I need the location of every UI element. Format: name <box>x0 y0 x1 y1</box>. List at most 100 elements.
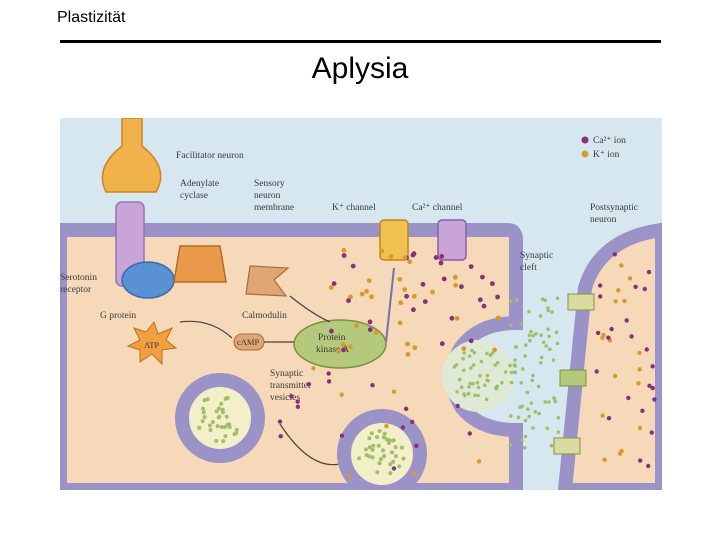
transmitter-molecule <box>235 428 239 432</box>
transmitter-molecule <box>382 454 386 458</box>
transmitter-molecule <box>546 328 550 332</box>
transmitter-molecule <box>539 314 543 318</box>
transmitter-molecule <box>557 416 561 420</box>
transmitter-molecule <box>477 386 481 390</box>
ion <box>389 254 394 259</box>
transmitter-molecule <box>391 439 395 443</box>
transmitter-molecule <box>379 457 383 461</box>
ion <box>650 364 654 368</box>
transmitter-molecule <box>480 360 484 364</box>
transmitter-molecule <box>542 341 546 345</box>
ion <box>327 379 331 383</box>
label-ca-channel: Ca²⁺ channel <box>412 203 463 213</box>
ion <box>404 407 408 411</box>
ion <box>453 283 458 288</box>
ion <box>650 430 654 434</box>
transmitter-molecule <box>208 424 212 428</box>
ion <box>384 424 388 428</box>
ion <box>341 348 346 353</box>
transmitter-molecule <box>388 471 392 475</box>
label-atp: ATP <box>144 340 159 350</box>
transmitter-molecule <box>370 431 374 435</box>
ion <box>638 426 642 430</box>
label-sensory-3: membrane <box>254 203 294 213</box>
transmitter-molecule <box>387 438 391 442</box>
slide-title: Aplysia <box>0 52 720 86</box>
transmitter-molecule <box>233 432 237 436</box>
ion <box>342 248 347 253</box>
ion <box>616 288 620 292</box>
transmitter-molecule <box>515 298 519 302</box>
transmitter-molecule <box>223 425 227 429</box>
ion <box>332 281 337 286</box>
label-facilitator-neuron: Facilitator neuron <box>176 151 244 161</box>
ion <box>421 282 426 287</box>
transmitter-molecule <box>531 426 535 430</box>
transmitter-molecule <box>467 392 471 396</box>
transmitter-molecule <box>371 448 375 452</box>
transmitter-molecule <box>214 439 218 443</box>
transmitter-molecule <box>455 363 459 367</box>
ion <box>622 299 626 303</box>
transmitter-molecule <box>381 448 385 452</box>
ion <box>629 334 633 338</box>
label-vesicles-2: transmitter <box>270 381 312 391</box>
ion <box>596 331 600 335</box>
transmitter-molecule <box>548 347 552 351</box>
ion <box>482 304 487 309</box>
ion <box>602 458 606 462</box>
ion <box>367 278 372 283</box>
transmitter-molecule <box>397 464 401 468</box>
ion <box>307 382 311 386</box>
transmitter-molecule <box>460 386 464 390</box>
ion <box>651 386 655 390</box>
fusing-vesicle <box>442 340 514 412</box>
ion <box>626 396 630 400</box>
ion <box>423 299 428 304</box>
ion <box>412 294 417 299</box>
label-g-protein: G protein <box>100 311 136 321</box>
ion <box>646 464 650 468</box>
transmitter-molecule <box>209 428 213 432</box>
ion <box>368 320 373 325</box>
adenylate-cyclase <box>174 246 226 282</box>
ion <box>469 338 474 343</box>
label-sensory-2: neuron <box>254 191 281 201</box>
ion <box>640 409 644 413</box>
ion <box>379 249 384 254</box>
synaptic-vesicle <box>344 416 420 490</box>
transmitter-molecule <box>556 297 560 301</box>
ion <box>637 367 641 371</box>
ion <box>370 383 374 387</box>
transmitter-molecule <box>364 447 368 451</box>
ion <box>405 342 410 347</box>
transmitter-molecule <box>539 361 543 365</box>
transmitter-molecule <box>526 407 530 411</box>
ion <box>329 285 334 290</box>
transmitter-molecule <box>537 385 541 389</box>
transmitter-molecule <box>225 415 229 419</box>
label-adenylate-2: cyclase <box>180 191 208 201</box>
ion <box>401 425 405 429</box>
transmitter-molecule <box>216 424 220 428</box>
transmitter-molecule <box>462 351 466 355</box>
ion <box>496 316 501 321</box>
ion <box>340 393 344 397</box>
transmitter-molecule <box>528 334 532 338</box>
transmitter-molecule <box>531 374 535 378</box>
ion <box>412 472 416 476</box>
transmitter-molecule <box>367 454 371 458</box>
transmitter-molecule <box>552 396 556 400</box>
transmitter-molecule <box>476 381 480 385</box>
transmitter-molecule <box>357 456 361 460</box>
transmitter-molecule <box>534 410 538 414</box>
ion <box>477 459 481 463</box>
transmitter-molecule <box>211 420 215 424</box>
transmitter-molecule <box>529 330 533 334</box>
transmitter-molecule <box>547 400 551 404</box>
transmitter-molecule <box>378 429 382 433</box>
transmitter-molecule <box>556 342 560 346</box>
transmitter-molecule <box>197 426 201 430</box>
transmitter-molecule <box>500 381 504 385</box>
label-postsynaptic-2: neuron <box>590 215 617 225</box>
